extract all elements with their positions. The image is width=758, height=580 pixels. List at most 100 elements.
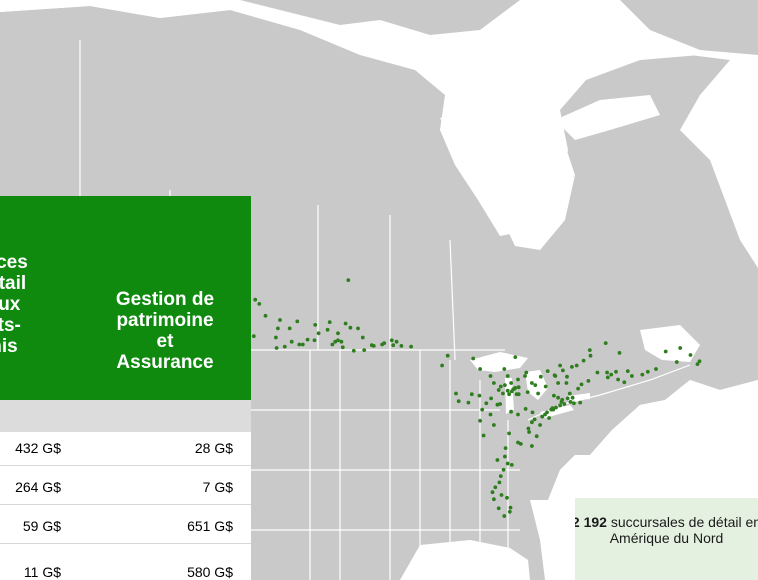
branch-dot: [674, 360, 679, 364]
branch-dot: [505, 374, 510, 378]
branch-dot: [605, 375, 610, 380]
branch-dot: [538, 423, 542, 427]
branch-dot: [509, 463, 514, 467]
hudson-bay: [440, 110, 575, 250]
branch-dot: [336, 338, 340, 343]
branch-dot: [533, 383, 538, 387]
branch-dot: [478, 418, 482, 423]
branch-dot: [371, 344, 376, 348]
branch-dot: [336, 331, 340, 336]
branch-dot: [380, 342, 384, 347]
branch-dot: [581, 358, 586, 363]
branch-dot: [492, 381, 496, 385]
branch-dot: [586, 379, 591, 383]
branch-dot: [360, 335, 365, 340]
branch-dot: [362, 348, 367, 352]
state-borders: [250, 350, 520, 580]
branch-dot: [484, 401, 489, 406]
cell-wealth-insurance: 28 G$: [194, 440, 233, 456]
branch-dot: [532, 417, 537, 422]
branch-dot: [570, 395, 575, 400]
branch-dot: [505, 461, 510, 466]
branch-dot: [503, 446, 508, 450]
branch-dot: [503, 383, 507, 387]
branch-dot: [295, 319, 300, 324]
branch-dot: [297, 342, 302, 347]
atlantic-ocean: [548, 380, 758, 500]
branch-dot: [496, 506, 501, 511]
branch-dot: [389, 338, 394, 343]
branch-dot: [502, 514, 507, 518]
branch-dot: [565, 374, 569, 379]
land-greenland: [620, 0, 758, 55]
branch-dot: [499, 493, 504, 497]
branch-dot: [356, 326, 360, 331]
branch-dot: [313, 323, 318, 327]
branch-dot: [574, 363, 579, 368]
branch-dot: [253, 297, 258, 302]
branch-count-label: succursales de détail en Amérique du Nor…: [609, 514, 758, 546]
branch-dot: [501, 391, 505, 396]
branch-dot: [640, 372, 645, 377]
branch-dots: [224, 278, 702, 518]
branch-dot: [502, 367, 507, 371]
branch-dot: [609, 372, 614, 377]
branch-dot: [579, 382, 584, 387]
branch-dot: [312, 338, 317, 343]
branch-dot: [480, 407, 485, 412]
header-wealth-insurance: Gestion de patrimoine et Assurance: [115, 289, 215, 373]
branch-dot: [558, 363, 562, 368]
branch-dot: [513, 355, 518, 359]
branch-dot: [547, 416, 551, 420]
cell-us-retail: 11 G$: [23, 564, 61, 580]
branch-dot: [394, 339, 399, 344]
branch-dot: [534, 434, 539, 439]
branch-dot: [625, 369, 630, 373]
branch-dot: [695, 362, 700, 366]
branch-dot: [562, 402, 567, 406]
land-arctic-islands: [240, 0, 520, 35]
asset-table: vices tétail aux ats- nis Gestion de pat…: [0, 196, 251, 580]
branch-count-text: 2 192 succursales de détail en Amérique …: [575, 514, 758, 546]
branch-dot: [316, 331, 321, 336]
branch-count-number: 2 192: [575, 514, 607, 530]
branch-dot: [333, 339, 338, 344]
branch-dot: [505, 495, 509, 500]
branch-dot: [605, 370, 609, 375]
branch-dot: [527, 430, 531, 434]
branch-dot: [516, 440, 520, 445]
table-row: 59 G$ 651 G$: [0, 510, 251, 544]
branch-dot: [289, 339, 294, 344]
canada-us-border: [240, 349, 691, 421]
branch-dot: [445, 353, 450, 358]
branch-dot: [526, 426, 531, 431]
branch-dot: [498, 402, 502, 406]
branch-dot: [339, 339, 344, 344]
branch-dot: [496, 388, 501, 392]
branch-dot: [348, 325, 353, 330]
branch-dot: [274, 335, 278, 340]
cell-us-retail: 432 G$: [15, 440, 61, 456]
header-us-retail: vices tétail aux ats- nis: [0, 252, 28, 357]
branch-dot: [630, 374, 634, 378]
cell-wealth-insurance: 7 G$: [202, 479, 233, 495]
branch-dot: [516, 385, 521, 390]
branch-dot: [567, 391, 572, 396]
branch-dot: [552, 373, 557, 378]
branch-dot: [530, 410, 535, 415]
branch-dot: [616, 377, 620, 382]
branch-dot: [570, 365, 574, 369]
table-row: 11 G$ 580 G$: [0, 556, 251, 580]
gulf-st-lawrence: [640, 325, 700, 362]
branch-dot: [507, 392, 511, 397]
branch-dot: [492, 497, 496, 502]
table-header: vices tétail aux ats- nis Gestion de pat…: [0, 196, 251, 400]
branch-dot: [257, 302, 262, 306]
baffin-water: [555, 0, 700, 70]
branch-dot: [305, 337, 310, 342]
branch-dot: [340, 345, 345, 350]
branch-dot: [488, 412, 493, 417]
branch-dot: [538, 374, 543, 379]
branch-dot: [325, 327, 330, 332]
branch-dot: [536, 391, 540, 396]
